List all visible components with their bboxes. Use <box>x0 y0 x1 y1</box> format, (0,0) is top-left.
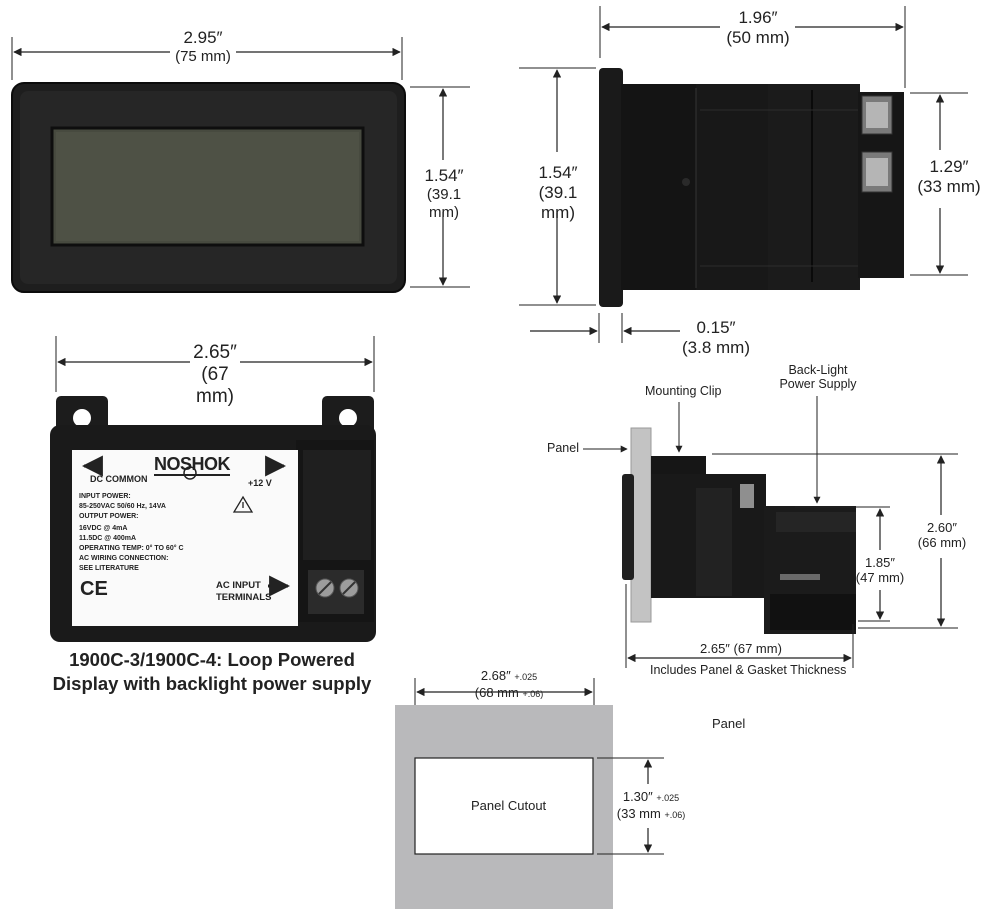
cutout-panel-label: Panel <box>712 716 746 731</box>
bezel-mm: (3.8 mm) <box>682 338 750 357</box>
front-width-dim: 2.95″ (75 mm) <box>166 28 240 66</box>
assembly-panel-label: Panel <box>547 441 579 455</box>
spec-line-6: OPERATING TEMP: 0° TO 60° C <box>79 545 184 552</box>
bezel-in: 0.15″ <box>696 318 736 337</box>
cutout-height-mm-tol: +.06) <box>664 810 686 820</box>
cutout-width-mm: (68 mm <box>474 685 519 700</box>
assembly-height-dim: 2.60″ (66 mm) <box>912 520 972 550</box>
assembly-h2-mm: (47 mm) <box>855 570 905 585</box>
assembly-length: 2.65″ (67 mm) <box>700 641 782 656</box>
terminal-height-in: 1.29″ <box>929 157 969 176</box>
side-view <box>519 6 968 343</box>
front-height-mm: (39.1 mm) <box>426 186 462 221</box>
terminal-height-mm: (33 mm) <box>917 177 981 196</box>
front-height-dim: 1.54″ (39.1 mm) <box>410 166 478 222</box>
backlight-line-1: Back-Light <box>788 363 848 377</box>
cutout-height-in: 1.30″ <box>622 789 653 804</box>
cutout-height-mm: (33 mm <box>616 806 661 821</box>
caption-line-1: 1900C-3/1900C-4: Loop Powered <box>69 649 355 670</box>
backlight-line-2: Power Supply <box>779 377 857 391</box>
backlight-height-dim: 1.85″ (47 mm) <box>852 555 908 585</box>
assembly-h2-in: 1.85″ <box>865 555 895 570</box>
cutout-width-dim: 2.68″ +.025 (68 mm +.06) <box>464 668 554 702</box>
front-width-mm: (75 mm) <box>175 48 231 65</box>
spec-line-7: AC WIRING CONNECTION: <box>79 555 169 562</box>
panel-cutout-view <box>395 678 664 909</box>
front-width-in: 2.95″ <box>183 28 223 47</box>
spec-line-1: INPUT POWER: <box>79 493 131 500</box>
cutout-width-in: 2.68″ <box>480 668 511 683</box>
backlight-label: Back-Light Power Supply <box>776 363 860 391</box>
mounting-clip-label: Mounting Clip <box>645 384 722 398</box>
cutout-width-tol: +.025 <box>514 672 538 682</box>
side-depth-in: 1.96″ <box>738 8 778 27</box>
dc-common-label: DC COMMON <box>90 474 148 484</box>
cutout-height-dim: 1.30″ +.025 (33 mm +.06) <box>612 789 690 823</box>
assembly-view <box>583 396 958 668</box>
cutout-height-tol: +.025 <box>656 793 680 803</box>
front-height-in: 1.54″ <box>424 166 464 185</box>
plus12-label: +12 V <box>248 478 272 488</box>
spec-line-2: 85-250VAC 50/60 Hz, 14VA <box>79 503 166 510</box>
brand-logo: NOSHOK <box>154 454 231 476</box>
terminals-label: TERMINALS <box>216 592 272 603</box>
back-label: NOSHOK DC COMMON +12 V INPUT POWER: 85-2… <box>72 450 298 626</box>
back-view <box>50 336 376 642</box>
product-caption: 1900C-3/1900C-4: Loop Powered Display wi… <box>22 648 402 696</box>
back-width-in: 2.65″ <box>193 342 237 363</box>
ac-input-label: AC INPUT <box>216 580 261 591</box>
spec-line-4: 16VDC @ 4mA <box>79 525 128 532</box>
spec-line-8: SEE LITERATURE <box>79 565 139 572</box>
side-depth-dim: 1.96″ (50 mm) <box>720 8 796 48</box>
ce-mark: CE <box>80 578 108 600</box>
back-width-mm: (67 mm) <box>196 364 234 407</box>
back-width-dim: 2.65″ (67 mm) <box>180 342 250 408</box>
side-height-mm: (39.1 mm) <box>538 183 578 222</box>
terminal-height-dim: 1.29″ (33 mm) <box>914 157 984 197</box>
assembly-h1-in: 2.60″ <box>927 520 957 535</box>
front-view <box>11 37 470 293</box>
spec-line-3: OUTPUT POWER: <box>79 513 139 520</box>
panel-cutout-label: Panel Cutout <box>471 798 547 813</box>
side-height-in: 1.54″ <box>538 163 578 182</box>
spec-line-5: 11.5DC @ 400mA <box>79 535 137 542</box>
cutout-width-mm-tol: +.06) <box>522 689 544 699</box>
side-height-dim: 1.54″ (39.1 mm) <box>520 163 596 223</box>
caption-line-2: Display with backlight power supply <box>52 673 372 694</box>
includes-note: Includes Panel & Gasket Thickness <box>650 663 847 677</box>
assembly-h1-mm: (66 mm) <box>917 535 967 550</box>
bezel-dim: 0.15″ (3.8 mm) <box>680 318 752 358</box>
side-depth-mm: (50 mm) <box>726 28 790 47</box>
